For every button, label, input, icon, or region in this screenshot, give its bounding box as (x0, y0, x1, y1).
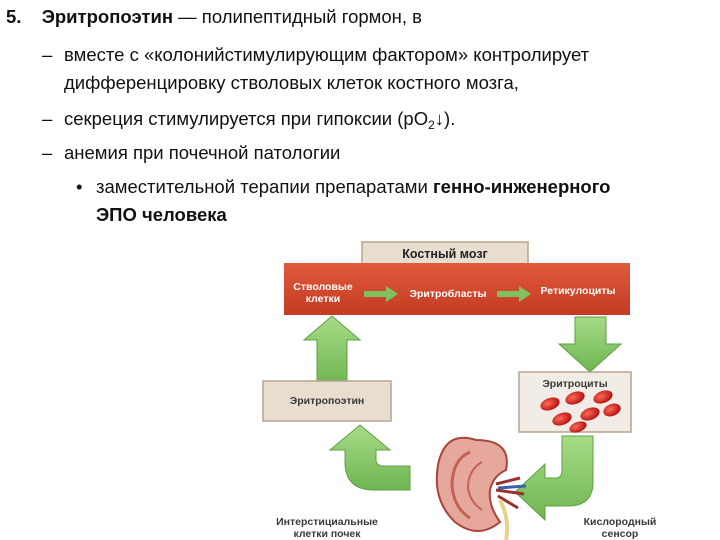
bullet-line: • заместительной терапии препаратами генн… (76, 175, 610, 199)
erythrocytes-label: Эритроциты (542, 378, 608, 390)
bullet-marker: • (76, 176, 83, 197)
stem-cells-line1: Стволовые (293, 281, 353, 293)
stem-cells-label: Стволовые клетки (288, 281, 358, 305)
title-line: 5. Эритропоэтин — полипептидный гормон, … (6, 5, 422, 29)
dash-line-3: –анемия при почечной патологии (42, 141, 340, 165)
dash-line-1: –вместе с «колонийстимулирующим фактором… (42, 43, 589, 67)
bone-marrow-label: Костный мозг (402, 247, 488, 261)
marrow-process-bar (284, 263, 630, 315)
line1-text: вместе с «колонийстимулирующим фактором»… (64, 44, 590, 65)
up-arrow-icon (302, 315, 362, 386)
oxygen-sensor-line2: сенсор (601, 528, 639, 540)
bullet-line-cont: ЭПО человека (96, 203, 227, 227)
curved-arrow-left-icon (328, 424, 411, 491)
oxygen-sensor-label: Кислородный сенсор (570, 516, 670, 540)
dash-marker: – (42, 108, 53, 129)
dash-line-1-cont: дифференцировку стволовых клеток костног… (64, 71, 519, 95)
dash-line-2: –секреция стимулируется при гипоксии (pO… (42, 107, 455, 137)
line2b-text: ↓). (434, 108, 456, 129)
item-number: 5. (6, 6, 22, 27)
line4-bold: генно-инженерного (432, 176, 611, 197)
blood-cells-icon (540, 390, 621, 433)
dash-marker: – (42, 44, 53, 65)
stem-cells-line2: клетки (305, 293, 341, 305)
erythropoietin-box (262, 380, 392, 422)
reticulocytes-label: Ретикулоциты (540, 285, 616, 297)
line1b-text: дифференцировку стволовых клеток костног… (64, 72, 519, 93)
title-bold: Эритропоэтин (41, 6, 174, 27)
title-rest: — полипептидный гормон, в (173, 6, 423, 27)
arrow-stem-to-erythroblast (364, 286, 398, 302)
line3-text: анемия при почечной патологии (64, 142, 341, 163)
dash-marker: – (42, 142, 53, 163)
line4c-text: ЭПО человека (96, 204, 227, 225)
oxygen-sensor-line1: Кислородный (583, 516, 657, 528)
down-arrow-icon (557, 316, 623, 373)
arrow-erythroblast-to-reticulocyte (497, 286, 531, 302)
line2a-text: секреция стимулируется при гипоксии (pO (64, 108, 429, 129)
interstitial-line1: Интерстициальные (276, 516, 378, 528)
erythropoietin-label: Эритропоэтин (289, 395, 365, 407)
line4a-text: заместительной терапии препаратами (96, 176, 433, 197)
erythroblasts-label: Эритробласты (409, 288, 487, 300)
interstitial-cells-label: Интерстициальные клетки почек (262, 516, 392, 540)
kidney-icon (435, 436, 527, 540)
curved-arrow-right-icon (514, 435, 594, 522)
interstitial-line2: клетки почек (293, 528, 361, 540)
line2-sub: 2 (428, 118, 435, 132)
